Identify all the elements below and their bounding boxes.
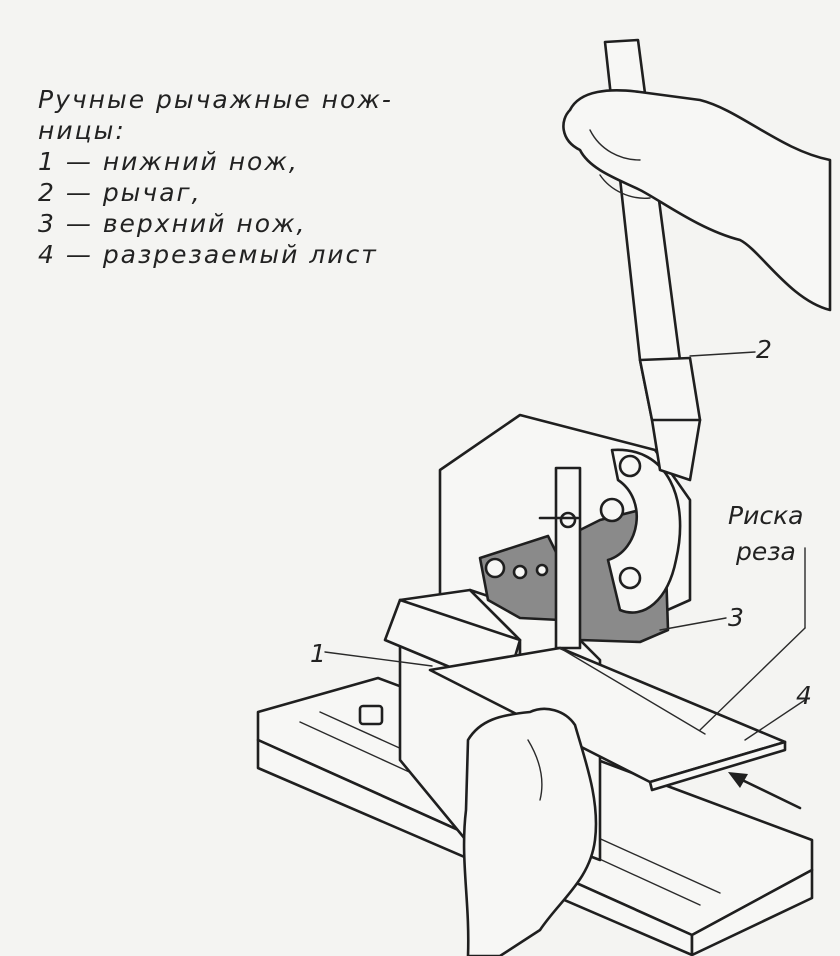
callout-3-label: 3 bbox=[728, 603, 744, 632]
legend-number: 2 bbox=[38, 178, 56, 207]
feed-arrow bbox=[728, 772, 802, 810]
legend-item-lever: 2 — рычаг, bbox=[38, 177, 393, 208]
cut-mark-label-line-2: реза bbox=[735, 537, 796, 566]
lower-hand bbox=[462, 707, 598, 956]
cheek-plate bbox=[478, 534, 562, 622]
cut-mark-label-line-1: Риска bbox=[728, 501, 804, 530]
legend-dash: — bbox=[55, 209, 103, 238]
legend-item-upper-blade: 3 — верхний нож, bbox=[38, 208, 393, 239]
legend-number: 4 bbox=[38, 240, 56, 269]
figure-caption: Ручные рычажные нож- ницы: 1 — нижний но… bbox=[38, 84, 393, 270]
cut-sheet bbox=[428, 646, 787, 792]
legend-item-lower-blade: 1 — нижний нож, bbox=[38, 146, 393, 177]
callout-2-label: 2 bbox=[756, 335, 772, 364]
lever-arc bbox=[599, 448, 682, 614]
legend-text: нижний нож, bbox=[102, 147, 299, 176]
legend-dash: — bbox=[55, 240, 103, 269]
upper-hand bbox=[562, 89, 832, 312]
legend-dash: — bbox=[55, 178, 103, 207]
caption-title-line-1: Ручные рычажные нож- bbox=[38, 85, 393, 114]
callout-4-label: 4 bbox=[796, 681, 812, 710]
legend-text: рычаг, bbox=[102, 178, 202, 207]
caption-title-line-2: ницы: bbox=[38, 116, 126, 145]
legend-dash: — bbox=[55, 147, 103, 176]
legend-number: 1 bbox=[38, 147, 56, 176]
legend-text: верхний нож, bbox=[102, 209, 307, 238]
callout-1-label: 1 bbox=[310, 639, 326, 668]
legend-item-sheet: 4 — разрезаемый лист bbox=[38, 239, 393, 270]
legend-number: 3 bbox=[38, 209, 56, 238]
legend-text: разрезаемый лист bbox=[102, 240, 378, 269]
callout-leaders bbox=[324, 351, 806, 741]
